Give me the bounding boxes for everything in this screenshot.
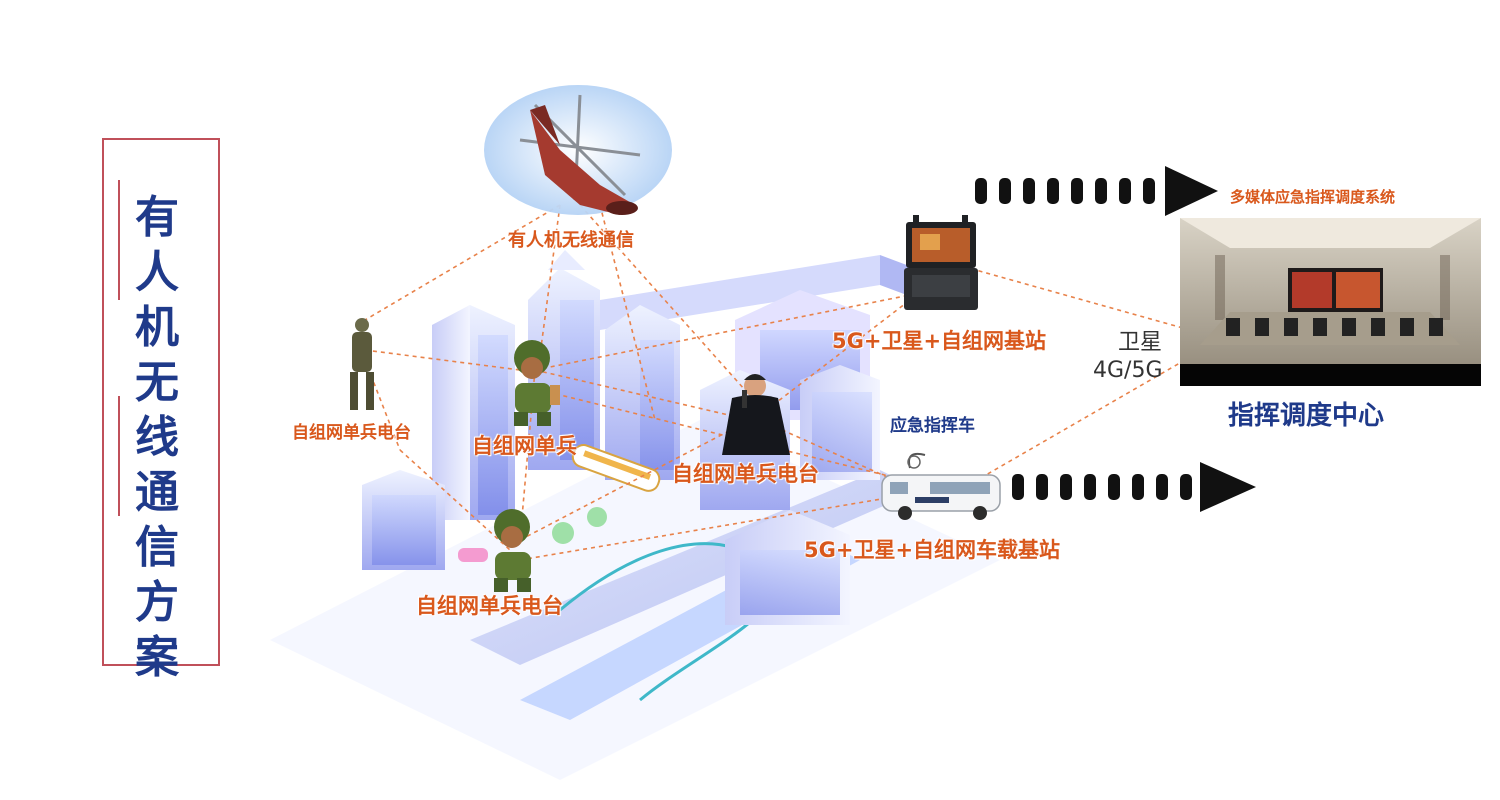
satellite-label: 卫星 — [1118, 330, 1163, 355]
data-arrow-icon — [975, 166, 1218, 216]
title-frame — [102, 138, 220, 666]
page-title: 有人机无线通信方案 — [135, 192, 179, 683]
soldier-icon — [514, 340, 560, 426]
radio-officer-icon — [722, 374, 790, 455]
base-station-label: 5G+卫星+自组网基站 — [832, 329, 1047, 353]
network-label: 4G/5G — [1093, 358, 1163, 383]
command-vehicle-icon — [881, 452, 1001, 520]
radio-left-label: 自组网单兵电台 — [292, 423, 411, 443]
helicopter-icon — [484, 85, 672, 215]
title-accent-line — [118, 180, 120, 300]
rugged-laptop-icon — [904, 215, 978, 310]
command-center-label: 指挥调度中心 — [1228, 401, 1385, 431]
link-lines — [364, 204, 1191, 561]
vehicle-label: 应急指挥车 — [890, 416, 975, 436]
soldier-icon — [350, 318, 374, 410]
aircraft-label: 有人机无线通信 — [508, 230, 634, 251]
command-room-image — [1180, 218, 1481, 386]
title-accent-line — [118, 396, 120, 516]
vehicle-station-label: 5G+卫星+自组网车载基站 — [804, 538, 1061, 562]
multimedia-system-label: 多媒体应急指挥调度系统 — [1230, 188, 1396, 206]
data-arrow-icon — [1012, 462, 1256, 512]
soldier-center-label: 自组网单兵 — [472, 434, 577, 458]
radio-bottom-label: 自组网单兵电台 — [416, 594, 563, 618]
radio-center-label: 自组网单兵电台 — [672, 462, 819, 486]
soldier-icon — [494, 509, 531, 592]
